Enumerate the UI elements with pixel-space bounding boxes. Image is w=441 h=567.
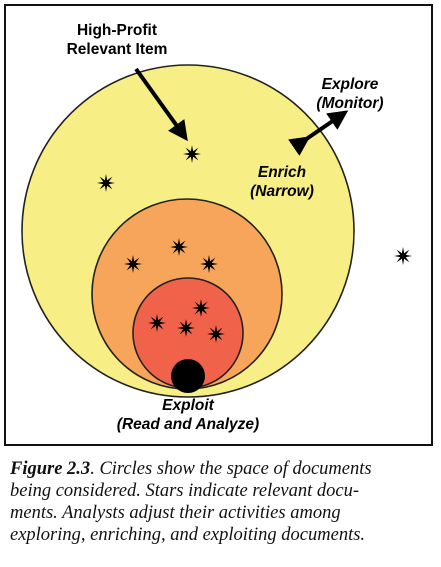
caption-line-4: exploring, enriching, and exploiting doc…	[10, 525, 366, 545]
exploit-label-line1: Exploit	[162, 397, 215, 414]
caption-line-1: Figure 2.3. Circles show the space of do…	[10, 458, 430, 480]
enrich-label-line1: Enrich	[258, 164, 306, 181]
star-icon	[200, 255, 218, 273]
star-icon	[177, 319, 195, 337]
star-icon	[192, 299, 210, 317]
exploit-label-line2: (Read and Analyze)	[117, 416, 259, 433]
star-icon	[170, 238, 188, 256]
explore-label-line2: (Monitor)	[316, 95, 383, 112]
star-icon	[183, 145, 201, 163]
star-icon	[124, 255, 142, 273]
high-profit-label-line2: Relevant Item	[67, 41, 168, 58]
star-icon	[207, 325, 225, 343]
caption-text-1: . Circles show the space of documents	[90, 459, 372, 479]
high-profit-arrow-icon	[134, 67, 188, 142]
caption-line-2: being considered. Stars indicate relevan…	[10, 481, 360, 501]
star-icon	[394, 247, 412, 265]
caption-line-3: ments. Analysts adjust their activities …	[10, 503, 341, 523]
document-space-diagram: High-Profit Relevant Item Explore (Monit…	[21, 22, 412, 433]
high-profit-label-line1: High-Profit	[77, 22, 157, 39]
figure-number: Figure 2.3	[10, 459, 91, 479]
explore-enrich-arrow-icon	[288, 110, 349, 156]
explore-label-line1: Explore	[322, 76, 379, 93]
diagram-frame: High-Profit Relevant Item Explore (Monit…	[4, 4, 433, 446]
enrich-label-line2: (Narrow)	[250, 183, 314, 200]
star-icon	[148, 314, 166, 332]
relevant-item-stars	[97, 145, 412, 343]
exploit-core-dot	[171, 359, 205, 393]
figure-caption: Figure 2.3. Circles show the space of do…	[10, 458, 430, 546]
star-icon	[97, 174, 115, 192]
